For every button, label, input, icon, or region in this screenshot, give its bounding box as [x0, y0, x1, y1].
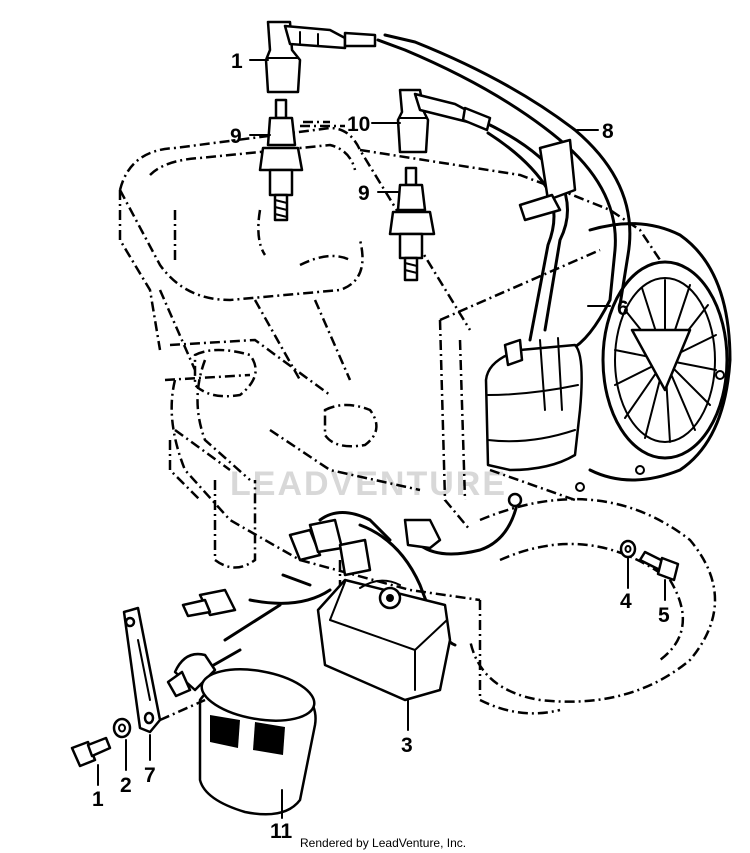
bolt-1-bottom: [70, 736, 112, 768]
callout-4: 4: [620, 590, 632, 613]
callout-9-left: 9: [230, 125, 242, 148]
mounting-bracket: [122, 606, 162, 734]
spark-plug-cap-left: [264, 20, 377, 94]
regulator-box: [316, 578, 452, 702]
callout-11: 11: [270, 820, 293, 843]
callout-2: 2: [120, 774, 132, 797]
leader-lines: [97, 59, 666, 819]
ignition-leads: [376, 33, 632, 352]
svg-text:LEADVENTURE: LEADVENTURE: [230, 465, 507, 503]
spark-plug-cap-right: [396, 88, 492, 154]
callout-5: 5: [658, 604, 670, 627]
watermark: LEADVENTURE: [230, 465, 507, 503]
callout-labels: 1 9 10 9 8 6 4 5 3 1 2 7 11: [92, 50, 670, 843]
spark-plug-right: [388, 166, 436, 282]
engine-block: [118, 124, 717, 715]
wiring-harness: [166, 492, 523, 698]
spark-plug-left: [258, 98, 330, 222]
ignition-coil: [484, 337, 583, 472]
fan-housing: [575, 222, 732, 492]
washer-2: [112, 717, 132, 739]
callout-7: 7: [144, 764, 156, 787]
bolt-5: [638, 550, 680, 582]
washer-4: [619, 539, 637, 559]
render-credit: Rendered by LeadVenture, Inc.: [300, 836, 467, 850]
callout-1-top: 1: [231, 50, 243, 73]
callout-3: 3: [401, 734, 413, 757]
callout-6: 6: [617, 297, 629, 320]
callout-1-bottom: 1: [92, 788, 104, 811]
callout-9-right: 9: [358, 182, 370, 205]
callout-10: 10: [347, 113, 370, 136]
cylinder-part-11: [198, 668, 317, 816]
callout-8: 8: [602, 120, 614, 143]
